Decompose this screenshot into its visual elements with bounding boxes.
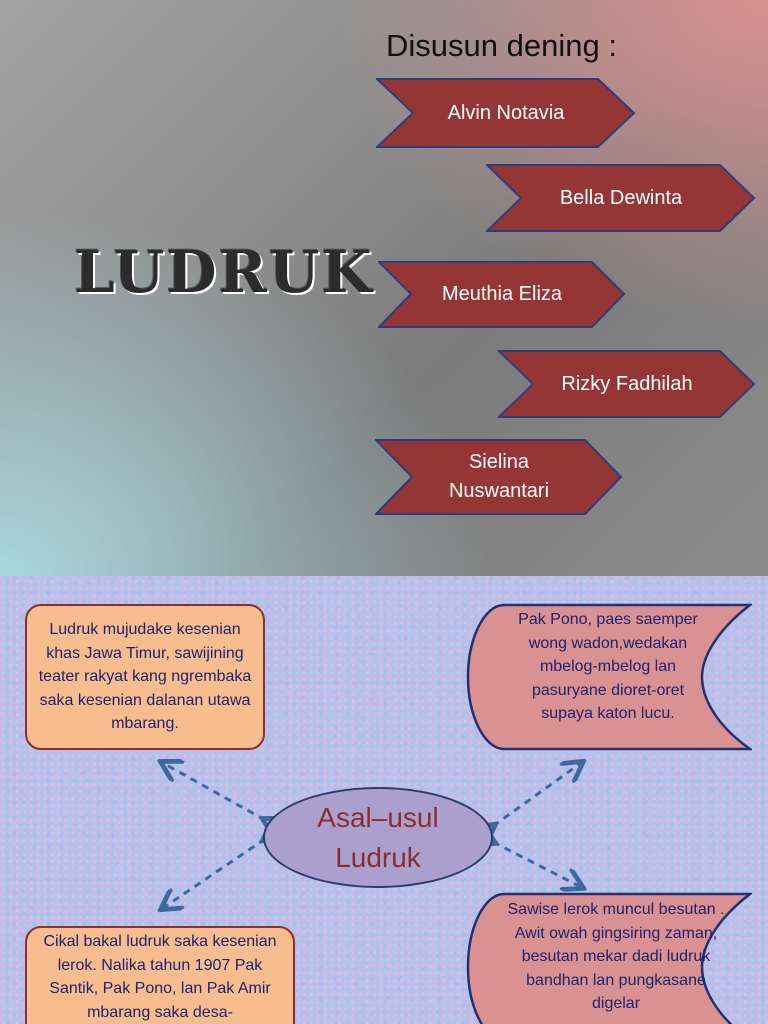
info-box-top-left: Ludruk mujudake kesenian khas Jawa Timur…	[25, 604, 265, 750]
main-title: LUDRUK	[74, 238, 374, 306]
author-name: Rizky Fadhilah	[561, 372, 693, 395]
chevron-shape	[378, 261, 626, 328]
chevron-shape	[375, 439, 623, 515]
author-name: Meuthia Eliza	[441, 283, 563, 305]
slide-title: Disusun dening : LUDRUK Alvin Notavia Be…	[0, 0, 768, 576]
slide-mindmap: Ludruk mujudake kesenian khas Jawa Timur…	[0, 576, 768, 1024]
scroll-shape-bottom-right	[466, 892, 752, 1024]
chevron-shape	[498, 350, 756, 418]
author-name: Bella Dewinta	[559, 186, 683, 209]
center-topic-label: Asal–usul Ludruk	[317, 801, 439, 873]
author-chevron: Sielina Nuswantari	[375, 439, 623, 515]
arrow-bottom-left	[163, 839, 265, 908]
chevron-shape	[376, 78, 636, 148]
author-chevron: Alvin Notavia	[376, 78, 636, 148]
connector-arrows	[0, 576, 768, 1024]
center-topic: Asal–usul Ludruk	[263, 787, 493, 888]
chevron-shape	[486, 164, 756, 232]
author-chevron: Bella Dewinta	[486, 164, 756, 232]
scroll-shape-top-right	[466, 603, 752, 751]
author-name: Alvin Notavia	[447, 101, 565, 124]
arrow-bottom-right	[493, 842, 581, 887]
info-box-bottom-left: Cikal bakal ludruk saka kesenian lerok. …	[25, 926, 295, 1024]
arrow-top-left	[163, 763, 265, 820]
info-box-top-right: Pak Pono, paes saemper wong wadon,wedaka…	[518, 611, 698, 722]
author-name: Sielina Nuswantari	[448, 451, 550, 502]
credits-heading: Disusun dening :	[386, 28, 617, 63]
arrow-top-right	[493, 763, 581, 826]
info-box-bottom-right: Sawise lerok muncul besutan . Awit owah …	[507, 901, 725, 1012]
author-chevron: Meuthia Eliza	[378, 261, 626, 328]
author-chevron: Rizky Fadhilah	[498, 350, 756, 418]
